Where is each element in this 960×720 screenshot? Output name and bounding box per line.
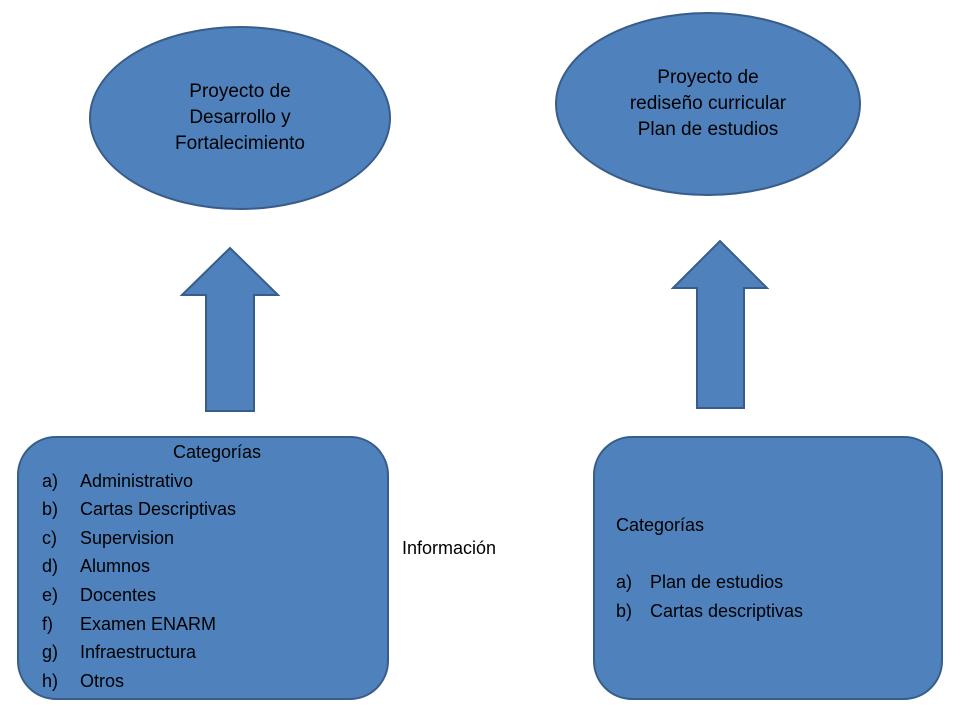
left-ellipse-line: Fortalecimiento	[175, 133, 305, 154]
list-item: b)Cartas Descriptivas	[42, 499, 237, 520]
left-box-title: Categorías	[172, 442, 262, 462]
information-label: Información	[402, 538, 497, 558]
right-ellipse-line: rediseño curricular	[629, 93, 787, 114]
list-item: b)Cartas descriptivas	[616, 600, 804, 621]
right-box-title: Categorías	[616, 515, 705, 535]
left-ellipse	[89, 26, 391, 210]
right-up-arrow	[670, 239, 770, 409]
list-item: g)Infraestructura	[42, 642, 197, 663]
list-item: e)Docentes	[42, 584, 157, 605]
left-categories-box	[17, 436, 389, 700]
left-box-content: Categorías a)Administrativo b)Cartas Des…	[22, 438, 382, 695]
right-ellipse-line: Proyecto de	[657, 67, 759, 88]
left-up-arrow	[179, 246, 281, 412]
right-ellipse	[555, 12, 861, 196]
left-ellipse-label: Proyecto de Desarrollo y Fortalecimiento	[110, 70, 370, 166]
list-item: h)Otros	[42, 670, 125, 691]
right-ellipse-label: Proyecto de rediseño curricular Plan de …	[578, 56, 838, 152]
list-item: a)Administrativo	[42, 470, 194, 491]
list-item: d)Alumnos	[42, 556, 151, 577]
left-ellipse-line: Proyecto de	[189, 81, 291, 102]
left-ellipse-line: Desarrollo y	[189, 107, 291, 128]
list-item: c)Supervision	[42, 527, 175, 548]
list-item: f)Examen ENARM	[42, 613, 217, 634]
right-categories-box	[593, 436, 943, 700]
list-item: a)Plan de estudios	[616, 572, 784, 593]
right-ellipse-line: Plan de estudios	[637, 119, 779, 140]
right-box-content: Categorías a)Plan de estudios b)Cartas d…	[616, 511, 936, 625]
